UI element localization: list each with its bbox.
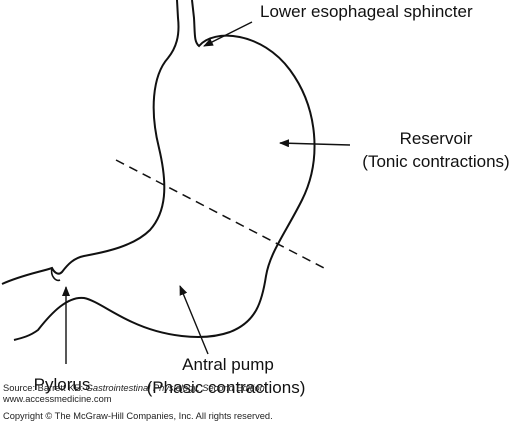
- figure-credits: Source: Barrett KE: Gastrointestinal Phy…: [3, 383, 517, 422]
- source-title: Gastrointestinal Physiology, Second Edit…: [85, 383, 265, 393]
- reservoir-antrum-divider: [115, 159, 325, 269]
- les-label: Lower esophageal sphincter: [260, 2, 473, 21]
- les-arrow: [203, 21, 253, 47]
- source-line: Source: Barrett KE: Gastrointestinal Phy…: [3, 383, 517, 394]
- website-line: www.accessmedicine.com: [3, 394, 112, 405]
- antral-pump-sublabel: (Phasic contractions): [147, 378, 306, 397]
- antral-pump-label: Antral pump: [182, 355, 274, 374]
- pylorus-notch: [50, 267, 61, 282]
- pylorus-label: Pylorus: [34, 375, 91, 394]
- copyright-line: Copyright © The McGraw-Hill Companies, I…: [3, 410, 273, 421]
- reservoir-label: Reservoir: [400, 129, 473, 148]
- reservoir-arrow: [279, 139, 351, 148]
- reservoir-sublabel: (Tonic contractions): [362, 152, 509, 171]
- source-prefix: Source: Barrett KE:: [3, 383, 86, 393]
- source-suffix: :: [264, 383, 268, 393]
- antral-pump-arrow: [179, 285, 209, 355]
- stomach-greater-curvature: [13, 0, 316, 341]
- stomach-lesser-curvature: [1, 0, 180, 285]
